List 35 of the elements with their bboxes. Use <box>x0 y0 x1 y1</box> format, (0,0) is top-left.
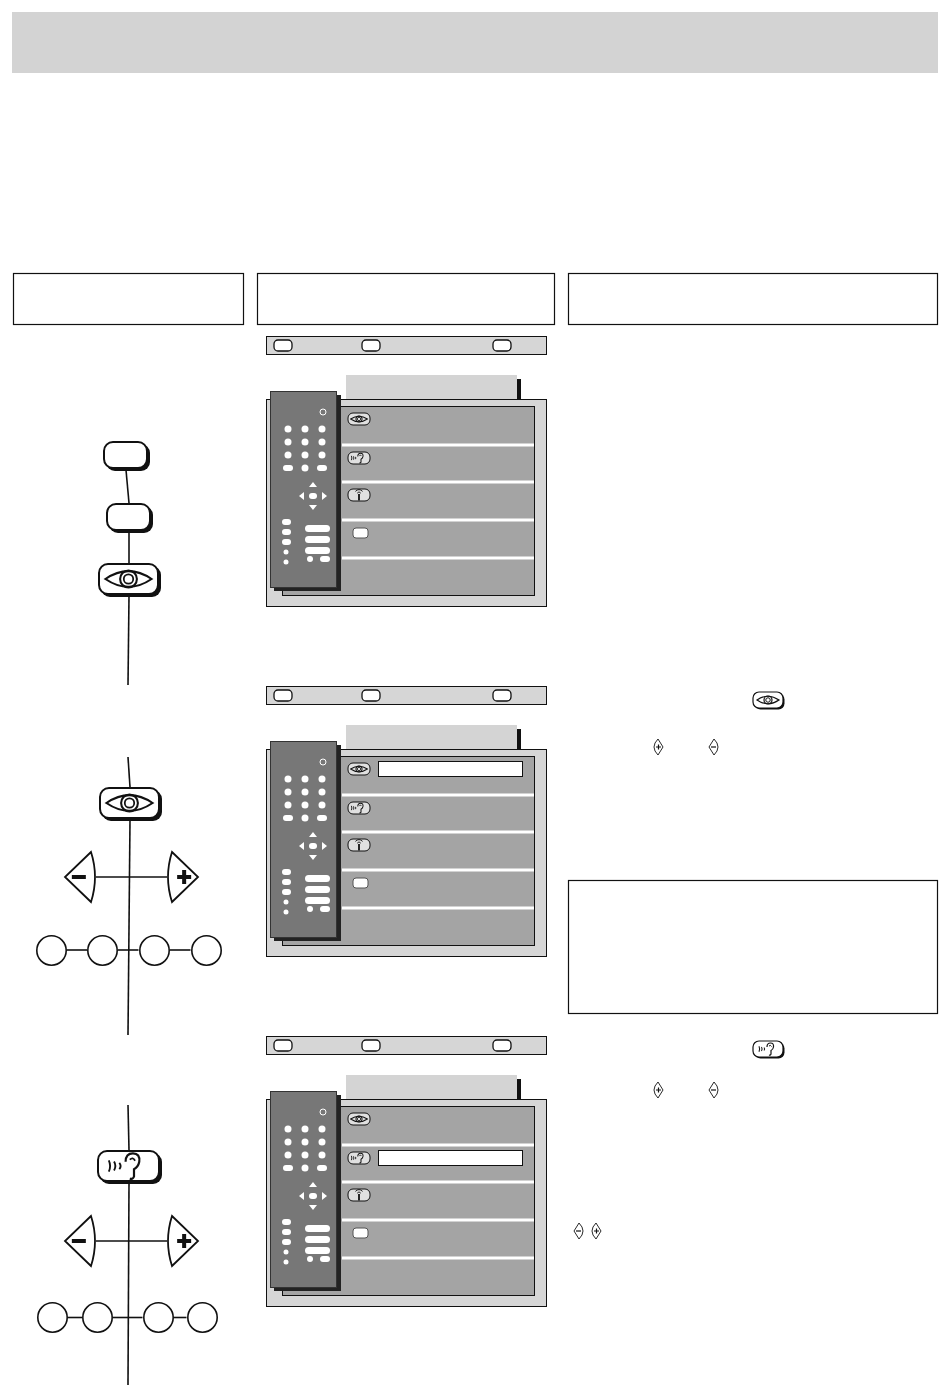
circle-marker <box>186 1302 218 1333</box>
plus-key <box>166 1215 199 1267</box>
connector-line <box>168 949 192 951</box>
connector-line <box>127 819 131 1036</box>
circle-marker <box>190 934 222 966</box>
connector-line <box>65 949 88 951</box>
frame-box <box>13 273 244 325</box>
circle-marker <box>87 934 118 966</box>
minus-key <box>64 851 97 903</box>
plus-key <box>166 851 199 903</box>
remote-key <box>97 1150 161 1183</box>
connector-line <box>95 876 168 878</box>
frame-box <box>257 273 555 325</box>
frame-box <box>568 273 938 325</box>
circle-marker <box>142 1302 174 1333</box>
circle-marker <box>35 934 67 966</box>
circle-marker <box>82 1302 113 1333</box>
frame-box <box>568 880 938 1014</box>
minus-key <box>64 1215 97 1267</box>
connector-line <box>128 531 130 564</box>
circle-marker <box>36 1302 68 1333</box>
connector-line <box>127 1104 130 1151</box>
remote-key <box>99 787 161 820</box>
circle-marker <box>138 934 170 966</box>
connector-line <box>117 949 140 951</box>
connector-line <box>112 1316 144 1319</box>
remote-key <box>103 441 149 470</box>
remote-key <box>106 503 152 532</box>
connector-line <box>125 469 130 504</box>
connector-line <box>127 756 131 788</box>
remote-key <box>98 563 160 596</box>
title-band <box>12 12 938 73</box>
connector-line <box>127 595 130 686</box>
connector-line <box>127 1182 130 1386</box>
connector-line <box>95 1240 168 1242</box>
